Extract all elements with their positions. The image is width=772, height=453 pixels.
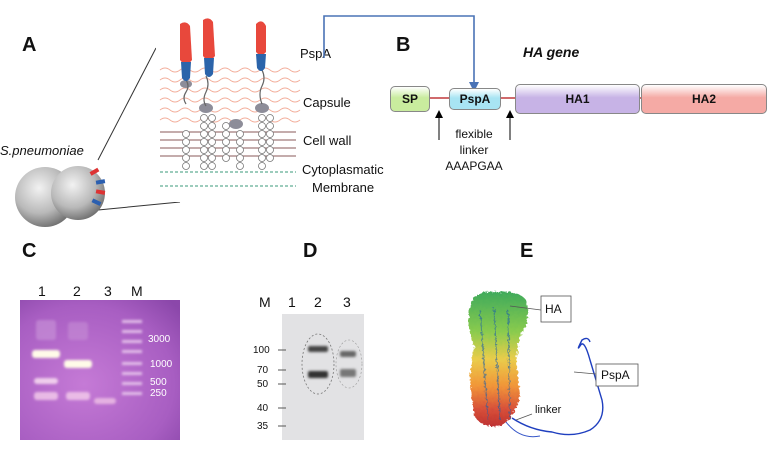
gel-lane-2-label: 2 bbox=[73, 283, 81, 299]
marker-40-label: 40 bbox=[257, 403, 269, 414]
wb-lane-2-label: 2 bbox=[314, 294, 322, 310]
linker-line-2: linker bbox=[459, 143, 489, 157]
wb-lane-1-label: 1 bbox=[288, 294, 296, 310]
marker-70-label: 70 bbox=[257, 365, 269, 376]
marker-50-label: 50 bbox=[257, 379, 269, 390]
segment-pspa-label: PspA bbox=[459, 92, 491, 106]
ha-structure-label: HA bbox=[545, 302, 562, 316]
marker-100-label: 100 bbox=[253, 345, 270, 356]
flexible-linker-label: flexible linker AAAPGAA bbox=[438, 126, 510, 174]
panel-c-letter: C bbox=[22, 240, 37, 262]
linker-structure-label: linker bbox=[535, 404, 562, 416]
panel-e-letter: E bbox=[520, 240, 534, 262]
panel-d-letter: D bbox=[303, 240, 318, 262]
layer-cell-wall-label: Cell wall bbox=[303, 133, 352, 148]
segment-ha2: HA2 bbox=[641, 84, 767, 114]
organism-label: S.pneumoniae bbox=[0, 143, 84, 158]
segment-ha2-label: HA2 bbox=[691, 92, 716, 106]
wb-lane-m-label: M bbox=[259, 294, 271, 310]
pspa-molecules bbox=[180, 18, 266, 81]
segment-sp: SP bbox=[390, 86, 430, 112]
panel-b-letter: B bbox=[396, 34, 411, 56]
bacterium-cell-right bbox=[51, 166, 105, 220]
layer-membrane-label: Membrane bbox=[312, 180, 375, 195]
segment-ha1-label: HA1 bbox=[565, 92, 590, 106]
gel-lane-m-label: M bbox=[131, 283, 143, 299]
layer-cytoplasmatic-label: Cytoplasmatic bbox=[302, 162, 384, 177]
ladder-500-label: 500 bbox=[150, 377, 167, 388]
gel-lane-1-label: 1 bbox=[38, 283, 46, 299]
linker-sequence: AAAPGAA bbox=[445, 159, 503, 173]
ha-gene-title: HA gene bbox=[523, 44, 580, 60]
panel-a-letter: A bbox=[22, 34, 37, 56]
segment-sp-label: SP bbox=[401, 92, 418, 106]
ladder-3000-label: 3000 bbox=[148, 334, 171, 345]
linker-line-1: flexible bbox=[455, 127, 493, 141]
segment-ha1: HA1 bbox=[515, 84, 640, 114]
ladder-250-label: 250 bbox=[150, 388, 167, 399]
gel-lane-3-label: 3 bbox=[104, 283, 112, 299]
pspa-structure-label: PspA bbox=[601, 368, 630, 382]
segment-pspa: PspA bbox=[449, 88, 501, 110]
ladder-1000-label: 1000 bbox=[150, 359, 173, 370]
wb-lane-3-label: 3 bbox=[343, 294, 351, 310]
marker-35-label: 35 bbox=[257, 421, 269, 432]
layer-capsule-label: Capsule bbox=[303, 95, 351, 110]
